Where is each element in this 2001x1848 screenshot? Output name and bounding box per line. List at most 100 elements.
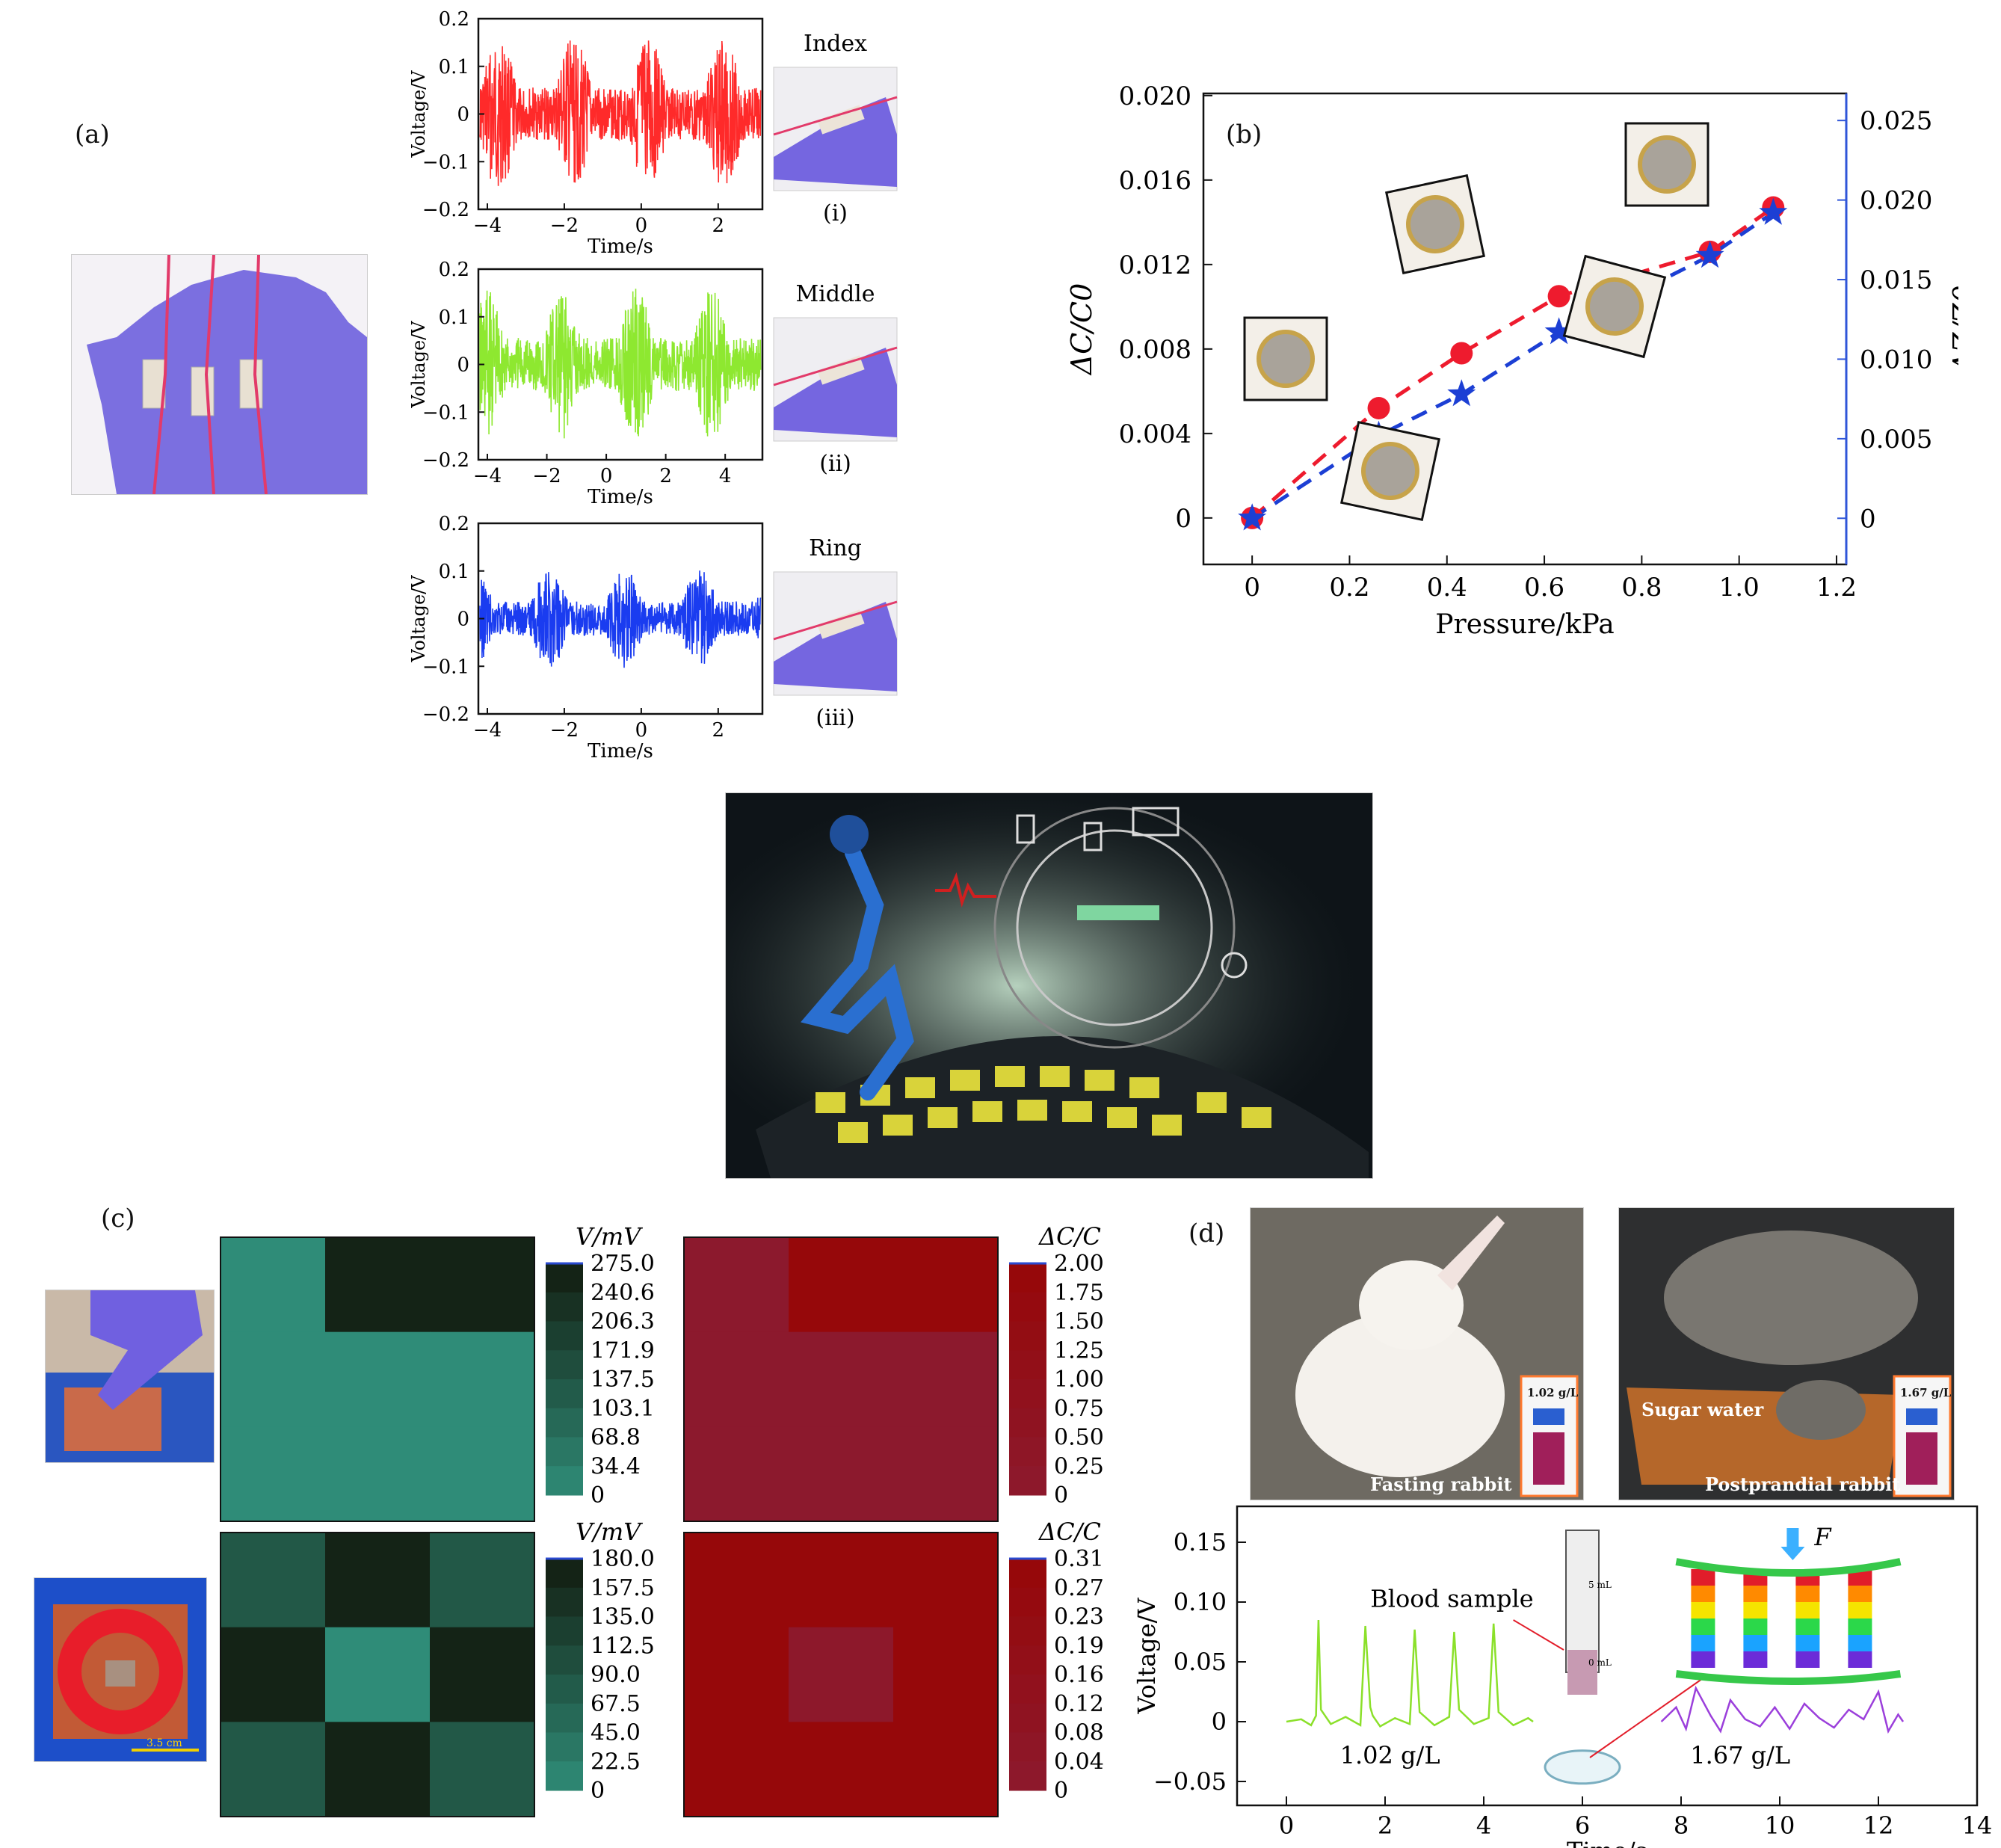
postprandial-rabbit-photo: 1.67 g/L Sugar water Postprandial rabbit (1618, 1207, 1955, 1500)
rainbow-pillar-segment (1795, 1618, 1820, 1635)
data-point-sphere (1547, 285, 1570, 308)
colorbar-segment (546, 1350, 583, 1380)
ring-illustration: 3.5 cm (53, 1604, 199, 1752)
y-tick-label: 0 (457, 609, 469, 631)
x-tick-label: −4 (473, 719, 502, 742)
colorbar-tick-label: 0.50 (1054, 1425, 1104, 1451)
y-axis-label: Voltage/V (408, 70, 429, 158)
heatmap-cell (221, 1533, 326, 1628)
x-tick-label: 14 (1962, 1811, 1993, 1840)
y-tick-label: 0 (457, 104, 469, 126)
colorbar-tick-label: 1.50 (1054, 1309, 1104, 1335)
petri-dish (1544, 1749, 1621, 1785)
data-point-star (1544, 317, 1573, 345)
data-point-star (1238, 503, 1267, 531)
x-tick-label: 12 (1863, 1811, 1894, 1840)
x-tick-label: 6 (1575, 1811, 1590, 1840)
colorbar-segment (1009, 1616, 1046, 1646)
coin-stack-inset (1562, 254, 1667, 359)
series-label: 1.67 g/L (1690, 1741, 1790, 1770)
colorbar-tick-label: 22.5 (591, 1749, 641, 1775)
panel-label-c: (c) (101, 1204, 135, 1233)
colorbar-segment (1009, 1587, 1046, 1617)
y-tick-label: 0.1 (439, 56, 469, 78)
colorbar-tick-label: 103.1 (591, 1396, 655, 1422)
colorbar-segment (1009, 1466, 1046, 1496)
x-tick-label: 2 (1378, 1811, 1393, 1840)
y-tick-label: 0 (1175, 504, 1191, 534)
top-electrode (1675, 1558, 1902, 1577)
colorbar-tick-label: 0 (591, 1778, 605, 1804)
y-tick-label: 0.020 (1119, 81, 1191, 111)
heatmap-cell (325, 1426, 431, 1522)
y2-tick-label: 0.010 (1860, 345, 1932, 375)
heatmap-frame (220, 1236, 535, 1522)
colorbar-segment (546, 1408, 583, 1438)
x-axis-label: Pressure/kPa (1435, 609, 1614, 640)
heatmap-cell (893, 1627, 999, 1722)
white-rabbit-illustration (1251, 1208, 1583, 1500)
sensor-patch (817, 355, 865, 385)
heatmap-cell (325, 1237, 431, 1333)
signal-trace (479, 570, 762, 668)
colorbar-tick-label: 1.75 (1054, 1280, 1104, 1306)
rainbow-pillar-segment (1848, 1569, 1872, 1586)
heatmap-cell (221, 1722, 326, 1817)
colorbar-tick-label: 1.00 (1054, 1367, 1104, 1393)
colorbar-segment (1009, 1437, 1046, 1467)
panel-b-chart: 00.0040.0080.0120.0160.02000.0050.0100.0… (1065, 81, 1958, 640)
colorbar-tick-label: 275.0 (591, 1251, 655, 1277)
colorbar-tick-label: 0.16 (1054, 1662, 1104, 1688)
glove-illustration (87, 255, 367, 494)
rainbow-pillar-segment (1691, 1569, 1715, 1586)
colorbar-segment (1009, 1292, 1046, 1322)
rainbow-pillar-segment (1743, 1602, 1768, 1618)
x-tick-label: 2 (659, 465, 672, 487)
rainbow-pillar-segment (1691, 1602, 1715, 1618)
heatmap-cell (325, 1331, 431, 1427)
heatmap-cell (893, 1722, 999, 1817)
sensor-array-illustration (726, 793, 1372, 1178)
y2-tick-label: 0.025 (1860, 106, 1932, 136)
svg-text:3.5 cm: 3.5 cm (147, 1737, 182, 1749)
y-tick-label: 0.2 (439, 8, 469, 31)
y2-tick-label: 0 (1860, 504, 1876, 534)
y-tick-label: 0.15 (1174, 1528, 1227, 1556)
y-axis-label: Voltage/V (408, 575, 429, 663)
colorbar-segment (546, 1263, 583, 1293)
colorbar-title: ΔC/C (1038, 1222, 1101, 1251)
colorbar-tick-label: 137.5 (591, 1367, 655, 1393)
colorbar-segment (546, 1703, 583, 1733)
x-tick-label: −2 (550, 215, 579, 237)
colorbar-segment (546, 1292, 583, 1322)
panel-label-d: (d) (1188, 1219, 1225, 1248)
series-label: 1.02 g/L (1340, 1741, 1440, 1770)
postprandial-caption: Postprandial rabbit (1705, 1473, 1901, 1495)
colorbar-tick-label: 0 (1054, 1778, 1068, 1804)
glove-finger (774, 97, 897, 187)
heatmap-cell (789, 1533, 894, 1628)
x-tick-label: 4 (1476, 1811, 1491, 1840)
heatmap-cell (893, 1533, 999, 1628)
sensor-wire (773, 600, 898, 641)
y-tick-label: −0.2 (422, 449, 469, 472)
colorbar-tick-label: 206.3 (591, 1309, 655, 1335)
rainbow-pillar-segment (1743, 1618, 1768, 1635)
x-axis-label: Time/s (588, 235, 653, 258)
plot-caption: (iii) (815, 705, 854, 731)
colorbar-segment (1009, 1559, 1046, 1589)
syringe-scale-bottom: 0 mL (1588, 1657, 1612, 1668)
heatmap-cell (221, 1627, 326, 1722)
heatmap-cell (430, 1426, 535, 1522)
heatmap-cell (893, 1237, 999, 1333)
colorbar-tick-label: 0.75 (1054, 1396, 1104, 1422)
heatmap-cell (893, 1426, 999, 1522)
x-tick-label: 0 (1279, 1811, 1294, 1840)
rainbow-pillar-segment (1848, 1586, 1872, 1602)
y2-tick-label: 0.005 (1860, 425, 1932, 455)
colorbar-segment (1009, 1703, 1046, 1733)
heatmap-cell (684, 1533, 789, 1628)
x-tick-label: 8 (1674, 1811, 1689, 1840)
coin-stack-inset (1339, 420, 1441, 522)
colorbar-segment (546, 1437, 583, 1467)
